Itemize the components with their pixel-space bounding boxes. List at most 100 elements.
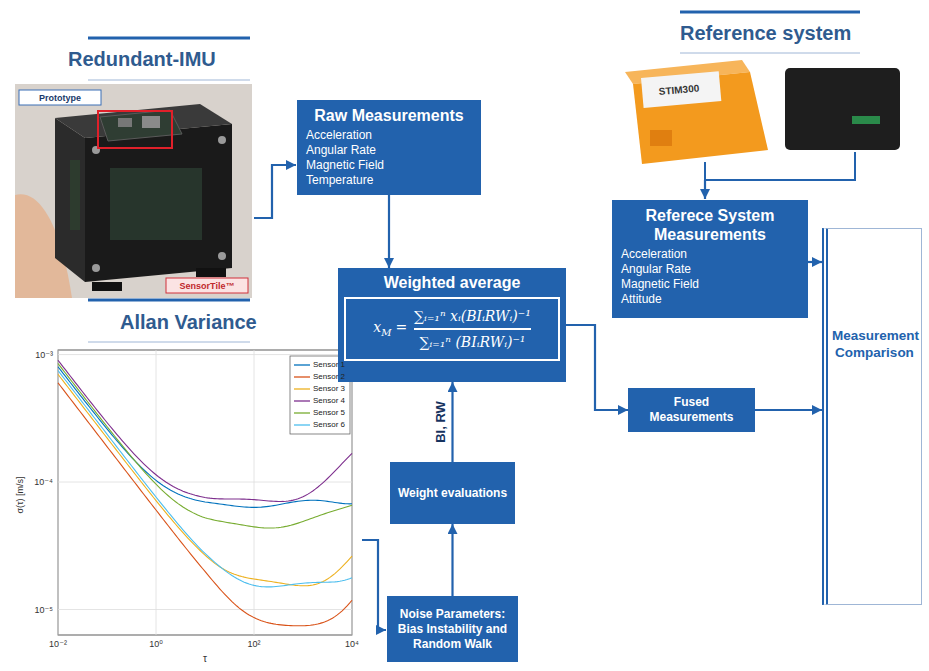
formula-box: Weighted averagexM=∑ᵢ₌₁ⁿ xᵢ(BIᵢRWᵢ)⁻¹∑ᵢ₌… [338, 268, 566, 382]
grid-line [156, 350, 157, 635]
legend-line [294, 400, 310, 401]
reference-device [785, 68, 900, 150]
grid-line [58, 482, 352, 483]
legend-text: Sensor 5 [313, 408, 345, 418]
formula-fraction: ∑ᵢ₌₁ⁿ xᵢ(BIᵢRWᵢ)⁻¹ ∑ᵢ₌₁ⁿ (BIᵢRWᵢ)⁻¹ [414, 306, 531, 352]
screw [218, 136, 226, 144]
side-board [110, 168, 202, 240]
axis-title: τ [203, 653, 207, 665]
legend-line [294, 412, 310, 413]
flow-arrow [362, 540, 386, 630]
side-board [70, 160, 80, 230]
heading-bar [680, 11, 860, 14]
device-sticker [641, 71, 721, 108]
flow-connector [566, 325, 628, 410]
formula-symbol: x [373, 319, 381, 335]
heading-bar [88, 37, 250, 40]
tag-box [19, 90, 101, 105]
axis-tick: 10² [247, 639, 260, 649]
legend-text: Sensor 2 [313, 372, 345, 382]
screw [218, 252, 226, 260]
process-box: Noise Parameters: Bias Instability and R… [387, 596, 518, 662]
fraction-bar [414, 328, 531, 330]
cube-foot [92, 282, 122, 291]
legend-line [294, 388, 310, 389]
box-item: Magnetic Field [306, 158, 472, 173]
flow-connector [451, 382, 453, 462]
flow-connector [755, 409, 822, 411]
stim300-device [633, 72, 768, 164]
grid-line [352, 350, 353, 635]
legend-text: Sensor 4 [313, 396, 345, 406]
process-box: Fused Measurements [628, 388, 755, 432]
axis-tick: 10⁻⁵ [35, 604, 54, 614]
axis-tick: 10⁻³ [35, 349, 53, 359]
process-box: Referece System MeasurementsAcceleration… [612, 200, 808, 318]
formula-numerator: ∑ᵢ₌₁ⁿ xᵢ(BIᵢRWᵢ)⁻¹ [414, 306, 531, 326]
cube-side [55, 118, 85, 282]
allan-variance-chart [58, 350, 352, 635]
box-item: Magnetic Field [621, 277, 799, 292]
heading-rule [88, 80, 250, 81]
legend-text: Sensor 3 [313, 384, 345, 394]
box-item: Temperature [306, 173, 472, 188]
axis-tick: 10⁻⁴ [34, 477, 53, 487]
box-item: Acceleration [621, 247, 799, 262]
flow-connector [388, 195, 390, 268]
photo-background [15, 84, 252, 298]
box-title: Weighted average [344, 273, 560, 292]
wire [704, 162, 706, 180]
cube-foot [196, 268, 226, 277]
plot-area [58, 350, 352, 635]
heading-rule [88, 342, 250, 343]
axis-tick: 10⁴ [345, 639, 359, 649]
axis-title: σ(τ) [m/s] [15, 476, 25, 513]
box-title: Referece System Measurements [621, 206, 799, 244]
highlight-frame [98, 111, 172, 148]
grid-line [58, 354, 352, 355]
formula-denominator: ∑ᵢ₌₁ⁿ (BIᵢRWᵢ)⁻¹ [419, 332, 525, 352]
legend-text: Sensor 6 [313, 420, 345, 430]
axis-tick: 10⁻² [49, 639, 67, 649]
photo-tag: Prototype [39, 92, 81, 102]
tag-box [166, 278, 248, 293]
chip [142, 116, 160, 128]
section-heading: Redundant-IMU [68, 48, 216, 71]
chip [118, 118, 132, 127]
sensor-board [100, 110, 182, 141]
edge-label: BI, RW [432, 399, 447, 445]
grid-line [58, 609, 352, 610]
flow-connector [808, 261, 822, 263]
heading-bar [88, 299, 250, 302]
legend-text: Sensor 1 [313, 360, 345, 370]
box-item: Acceleration [306, 128, 472, 143]
device-connector [852, 116, 880, 124]
legend-line [294, 424, 310, 425]
formula-operator: = [395, 319, 407, 335]
photo-tag: SensorTile™ [180, 280, 235, 290]
grid-line [58, 350, 59, 635]
formula-lhs: xM = [373, 319, 407, 338]
section-heading: Reference system [680, 22, 851, 45]
box-item: Attitude [621, 292, 799, 307]
process-box: Weight evaluations [390, 462, 515, 524]
box-title: Noise Parameters: Bias Instability and R… [394, 607, 511, 652]
box-title: Raw Measurements [306, 106, 472, 125]
box-item: Angular Rate [621, 262, 799, 277]
heading-rule [680, 53, 860, 54]
box-title: Measurement Comparison [832, 327, 917, 361]
box-item: Angular Rate [306, 143, 472, 158]
wire [705, 152, 855, 180]
legend-line [294, 376, 310, 377]
grid-line [254, 350, 255, 635]
legend-line [294, 364, 310, 365]
formula-subscript: M [381, 327, 391, 338]
box-title: Weight evaluations [398, 486, 507, 501]
formula-frame: xM = ∑ᵢ₌₁ⁿ xᵢ(BIᵢRWᵢ)⁻¹ ∑ᵢ₌₁ⁿ (BIᵢRWᵢ)⁻¹ [344, 297, 560, 361]
flow-arrow [254, 165, 296, 218]
process-box: Raw MeasurementsAccelerationAngular Rate… [297, 100, 481, 195]
box-title: Fused Measurements [635, 395, 748, 425]
device-connector [650, 130, 672, 146]
flow-connector [451, 524, 453, 596]
